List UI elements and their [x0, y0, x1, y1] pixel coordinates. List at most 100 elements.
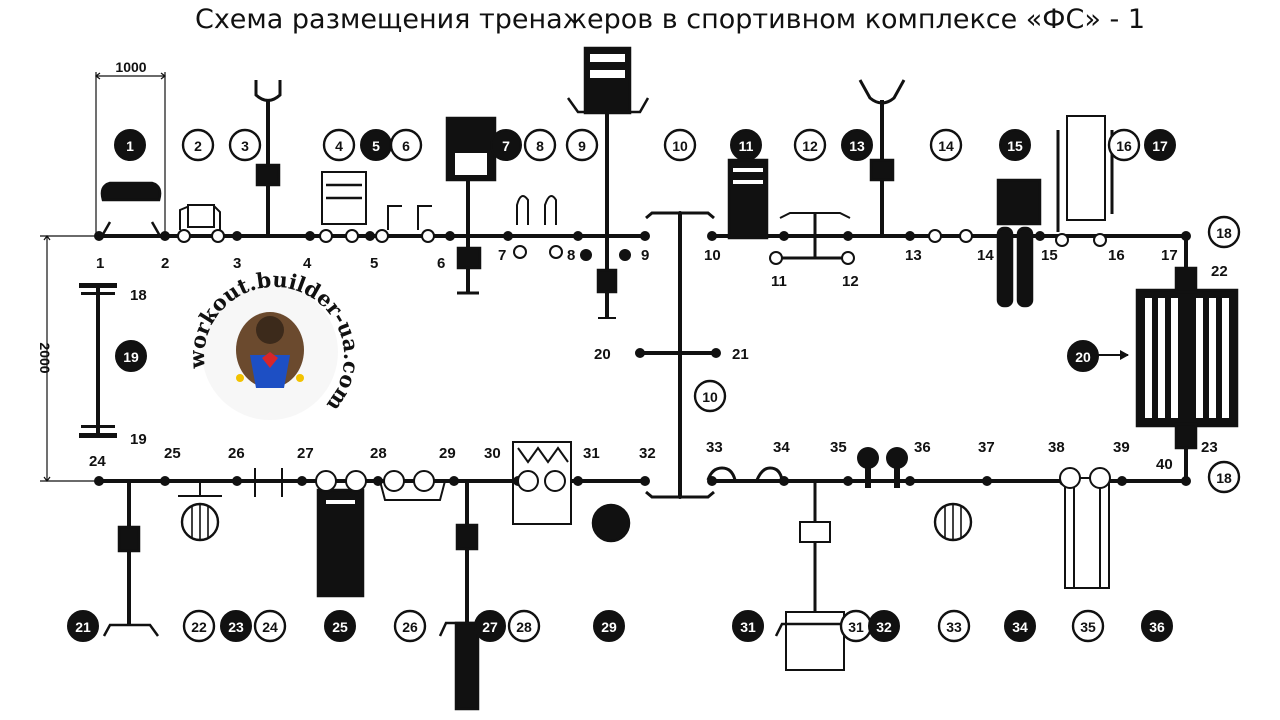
equipment-label-circle — [730, 129, 762, 161]
equipment-label-circle — [393, 609, 427, 643]
equipment-label-number: 10 — [672, 138, 688, 154]
equipment-label-number: 20 — [1075, 349, 1091, 365]
equipment-label-number: 21 — [75, 619, 91, 635]
point-21: 21 — [732, 346, 749, 363]
left-bar-ends — [79, 283, 117, 438]
equipment-label-number: 36 — [1149, 619, 1165, 635]
center-post-caps — [645, 211, 715, 499]
point-24: 24 — [89, 453, 106, 470]
equipment-label-2: 2 — [181, 128, 215, 162]
equipment-label-11: 11 — [730, 129, 762, 161]
equipment-label-circle — [1207, 460, 1241, 494]
equipment-label-number: 3 — [241, 138, 249, 154]
depth-dimension-label: 2000 — [37, 342, 53, 373]
equipment-label-circle — [1071, 609, 1105, 643]
equipment-label-circle — [1067, 340, 1099, 372]
point-10: 10 — [704, 247, 721, 264]
equipment-label-circle — [868, 610, 900, 642]
equipment-label-circle — [253, 609, 287, 643]
equipment-label-number: 13 — [849, 138, 865, 154]
point-18: 18 — [130, 287, 147, 304]
equipment-label-circle — [732, 610, 764, 642]
point-11: 11 — [771, 273, 787, 290]
equipment-label-4: 4 — [322, 128, 356, 162]
equipment-label-circle — [115, 340, 147, 372]
point-numbers: 1 2 3 4 5 6 7 8 9 10 11 12 13 14 15 16 1… — [89, 247, 1228, 473]
point-33: 33 — [706, 439, 723, 456]
equipment-label-number: 1 — [126, 138, 134, 154]
equipment-label-20: 20 — [1067, 340, 1099, 372]
equipment-label-number: 23 — [228, 619, 244, 635]
equipment-label-14: 14 — [929, 128, 963, 162]
equipment-label-number: 32 — [876, 619, 892, 635]
equipment-label-number: 2 — [194, 138, 202, 154]
equipment-label-27: 27 — [474, 610, 506, 642]
equipment-label-5: 5 — [360, 129, 392, 161]
equipment-label-circle — [937, 609, 971, 643]
equipment-label-21: 21 — [67, 610, 99, 642]
equipment-label-15: 15 — [999, 129, 1031, 161]
equipment-label-28: 28 — [507, 609, 541, 643]
equipment-label-number: 12 — [802, 138, 818, 154]
equipment-label-number: 17 — [1152, 138, 1168, 154]
point-2: 2 — [161, 255, 169, 272]
point-32: 32 — [639, 445, 656, 462]
equipment-label-number: 31 — [740, 619, 756, 635]
point-19: 19 — [130, 431, 147, 448]
point-35: 35 — [830, 439, 847, 456]
width-dimension — [95, 72, 166, 234]
equipment-label-23: 23 — [220, 610, 252, 642]
point-17: 17 — [1161, 247, 1178, 264]
equipment-label-3: 3 — [228, 128, 262, 162]
equipment-label-number: 25 — [332, 619, 348, 635]
equipment-label-circle — [663, 128, 697, 162]
equipment-label-circle — [507, 609, 541, 643]
point-13: 13 — [905, 247, 922, 264]
equipment-label-circle — [114, 129, 146, 161]
equipment-label-25: 25 — [324, 610, 356, 642]
equipment-label-number: 34 — [1012, 619, 1028, 635]
equipment-label-18: 18 — [1207, 215, 1241, 249]
rail-rings — [177, 229, 1111, 492]
equipment-label-number: 19 — [123, 349, 139, 365]
point-20: 20 — [594, 346, 611, 363]
equipment-label-12: 12 — [793, 128, 827, 162]
equipment-label-number: 5 — [372, 138, 380, 154]
equipment-label-circle — [389, 128, 423, 162]
point-9: 9 — [641, 247, 649, 264]
equipment-label-number: 16 — [1116, 138, 1132, 154]
equipment-label-22: 22 — [182, 609, 216, 643]
point-26: 26 — [228, 445, 245, 462]
equipment-label-circle — [1141, 610, 1173, 642]
equipment-label-number: 15 — [1007, 138, 1023, 154]
point-38: 38 — [1048, 439, 1065, 456]
equipment-label-circle — [220, 610, 252, 642]
equipment-label-circle — [841, 129, 873, 161]
equipment-label-circle — [324, 610, 356, 642]
pulley-heads — [857, 447, 908, 488]
equipment-label-18: 18 — [1207, 460, 1241, 494]
point-22: 22 — [1211, 263, 1228, 280]
equipment-label-circle — [474, 610, 506, 642]
equipment-label-9: 9 — [565, 128, 599, 162]
watermark: workout.builder-ua.com — [184, 267, 364, 420]
point-8: 8 — [567, 247, 575, 264]
point-1: 1 — [96, 255, 104, 272]
equipment-label-circle — [793, 128, 827, 162]
equipment-label-number: 33 — [946, 619, 962, 635]
equipment-label-10: 10 — [663, 128, 697, 162]
equipment-label-number: 35 — [1080, 619, 1096, 635]
point-39: 39 — [1113, 439, 1130, 456]
equipment-label-number: 24 — [262, 619, 278, 635]
point-4: 4 — [303, 255, 312, 272]
equipment-label-number: 27 — [482, 619, 498, 635]
point-6: 6 — [437, 255, 445, 272]
point-23: 23 — [1201, 439, 1218, 456]
equipment-label-circle — [67, 610, 99, 642]
equipment-label-number: 7 — [502, 138, 510, 154]
equipment-label-19: 19 — [115, 340, 147, 372]
equipment-label-36: 36 — [1141, 610, 1173, 642]
equipment-label-circle — [1004, 610, 1036, 642]
